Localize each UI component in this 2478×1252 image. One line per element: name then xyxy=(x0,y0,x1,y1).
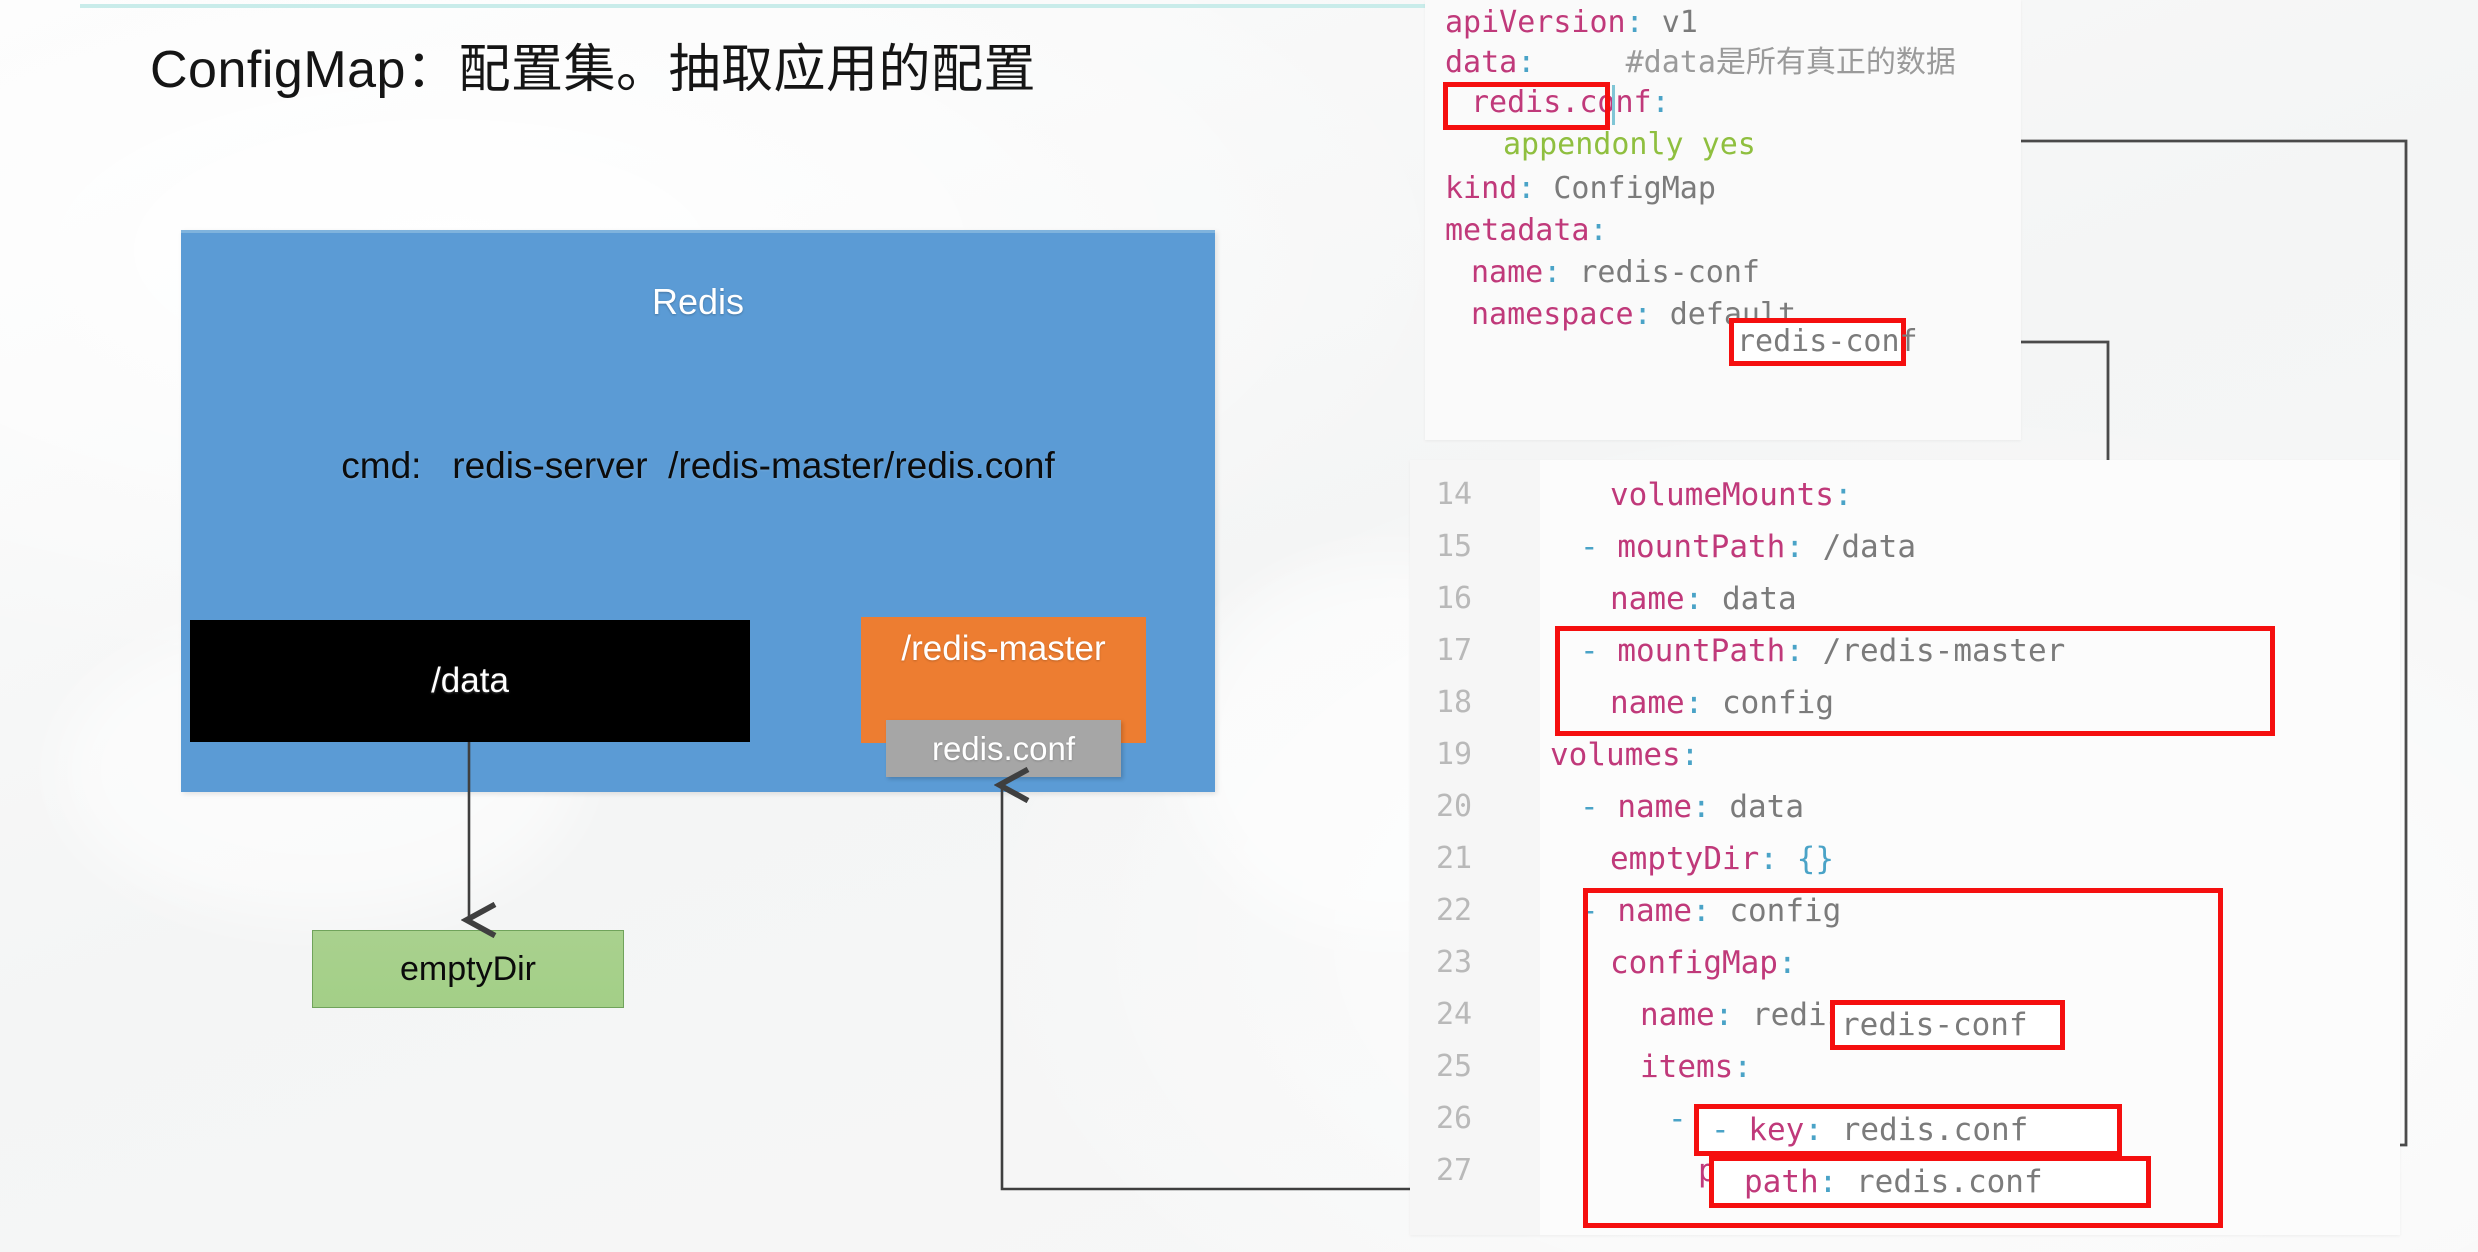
line-number: 23 xyxy=(1436,945,1473,980)
pod-yaml-block: 14 15 16 17 18 19 20 21 22 23 24 25 26 2… xyxy=(1410,460,2400,1235)
line-number: 15 xyxy=(1436,529,1473,564)
data-volume-box: /data xyxy=(190,620,750,742)
yaml-line-metadata: metadata: xyxy=(1445,213,1608,248)
yaml-line-volumemounts: volumeMounts: xyxy=(1610,477,1853,513)
yaml-line-data: data: #data是所有真正的数据 xyxy=(1445,45,1956,80)
line-number: 16 xyxy=(1436,581,1473,616)
line-number: 19 xyxy=(1436,737,1473,772)
highlight-volume-config xyxy=(1583,888,2223,1228)
redis-cmd-label: cmd: redis-server /redis-master/redis.co… xyxy=(341,445,1055,486)
highlight-volume-configmap-name-text: redis-conf xyxy=(1841,1007,2028,1043)
redis-conf-file-box: redis.conf xyxy=(886,720,1121,777)
yaml-line-metadata-name: name: redis-conf xyxy=(1471,255,1760,290)
text-caret xyxy=(1612,85,1615,125)
line-number-gutter xyxy=(1410,460,1540,1235)
yaml-line-redisconf-key: redis.conf: xyxy=(1471,85,1670,120)
highlight-item-key xyxy=(1694,1104,2122,1156)
yaml-line-namespace: namespace: default xyxy=(1471,297,1797,332)
line-number: 27 xyxy=(1436,1153,1473,1188)
line-number: 20 xyxy=(1436,789,1473,824)
redis-pod-label: Redis xyxy=(651,281,745,322)
top-accent-rule xyxy=(80,4,1432,8)
yaml-line-apiversion: apiVersion: v1 xyxy=(1445,5,1698,40)
yaml-line-volume-name-data: - name: data xyxy=(1580,789,1804,825)
highlight-item-path xyxy=(1709,1156,2151,1208)
yaml-line-emptydir: emptyDir: {} xyxy=(1610,841,1834,877)
yaml-line-volumes: volumes: xyxy=(1550,737,1700,773)
yaml-line-name-data: name: data xyxy=(1610,581,1797,617)
highlight-item-path-text: path: redis.conf xyxy=(1744,1164,2043,1200)
line-number: 25 xyxy=(1436,1049,1473,1084)
highlight-configmap-name xyxy=(1729,318,1906,366)
line-number: 22 xyxy=(1436,893,1473,928)
line-number: 17 xyxy=(1436,633,1473,668)
highlight-mount-config xyxy=(1555,626,2275,736)
yaml-line-name-config: name: config xyxy=(1610,685,1834,721)
yaml-line-appendonly: appendonly yes xyxy=(1503,127,1756,162)
yaml-line-volume-name-config: - name: config xyxy=(1580,893,1842,929)
highlight-volume-configmap-name xyxy=(1830,1000,2065,1050)
page-title: ConfigMap：配置集。抽取应用的配置 xyxy=(150,41,1036,99)
line-number: 14 xyxy=(1436,477,1473,512)
emptydir-box: emptyDir xyxy=(312,930,624,1008)
yaml-line-mountpath-data: - mountPath: /data xyxy=(1580,529,1916,565)
line-number: 18 xyxy=(1436,685,1473,720)
line-number: 26 xyxy=(1436,1101,1473,1136)
configmap-yaml-block: apiVersion: v1 data: #data是所有真正的数据 redis… xyxy=(1425,0,2021,440)
highlight-configmap-name-text: redis-conf xyxy=(1737,324,1918,359)
highlight-item-key-text: - key: redis.conf xyxy=(1711,1112,2029,1148)
line-number: 21 xyxy=(1436,841,1473,876)
yaml-line-kind: kind: ConfigMap xyxy=(1445,171,1716,206)
yaml-line-items: items: xyxy=(1640,1049,1752,1085)
highlight-configmap-data-key xyxy=(1443,82,1610,130)
yaml-line-configmap: configMap: xyxy=(1610,945,1797,981)
yaml-line-mountpath-redismaster: - mountPath: /redis-master xyxy=(1580,633,2066,669)
line-number: 24 xyxy=(1436,997,1473,1032)
